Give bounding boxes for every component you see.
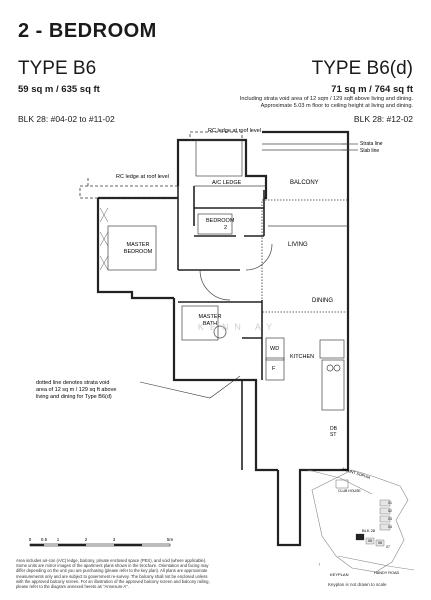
disclaimer-line-6: please refer to the diagram annexed here… (16, 584, 129, 590)
unit-type-right: TYPE B6(d) (311, 58, 413, 79)
label-master-bedroom: MASTER (127, 242, 150, 248)
void-note-2: area of 12 sq m / 129 sq ft above (36, 387, 116, 393)
label-balcony: BALCONY (290, 180, 319, 186)
block-units-left: BLK 28: #04-02 to #11-02 (18, 114, 115, 124)
label-slab-line: Slab line (360, 148, 379, 154)
block-units-right: BLK 28: #12-02 (353, 114, 413, 124)
keyplan: 01 02 03 04 05 06 07 MOUNT SOPHIA CLUB H… (307, 467, 415, 577)
interior-walls (177, 186, 265, 470)
keyplan-road-bottom: HANDY ROAD (374, 571, 400, 575)
scale-bar: 0 0.5 1 2 3 5m (29, 537, 174, 547)
keyplan-club: CLUB HOUSE (338, 489, 361, 493)
scale-0-5: 0.5 (41, 537, 48, 542)
keyplan-unit-04: 04 (388, 525, 392, 529)
scale-2: 2 (85, 537, 88, 542)
wardrobe (99, 207, 109, 271)
disclaimer-line-2: Some units are mirror images of the apar… (16, 563, 209, 569)
label-kitchen: KITCHEN (290, 354, 314, 360)
label-master-bath-2: BATH (203, 321, 217, 327)
rc-ledge-dashed (79, 131, 243, 199)
label-db: DB (330, 426, 338, 432)
strata-void-outline (261, 199, 349, 313)
label-dining: DINING (312, 298, 333, 304)
keyplan-blk: BLK 28 (362, 528, 376, 533)
disclaimer: Area includes air-con (A/C) ledge, balco… (16, 558, 284, 589)
watermark: KENN AY (198, 322, 278, 332)
label-bedroom2: BEDROOM (206, 218, 235, 224)
keyplan-unit-03: 03 (388, 517, 392, 521)
scale-5m: 5m (167, 537, 174, 542)
north-arrow-icon: ↑ (318, 562, 321, 568)
void-note-3: living and dining for Type B6(d) (36, 394, 112, 400)
page-heading: 2 - BEDROOM (18, 20, 157, 42)
keyplan-caption: Keyplan is not drawn to scale (328, 582, 387, 587)
keyplan-unit-07: 07 (386, 545, 390, 549)
scale-3: 3 (113, 537, 116, 542)
keyplan-road-top: MOUNT SOPHIA (342, 467, 372, 480)
label-fridge: F (272, 366, 276, 372)
label-ac-ledge: A/C LEDGE (212, 180, 242, 186)
label-bedroom2-number: 2 (224, 225, 227, 231)
keyplan-unit-05: 05 (368, 539, 372, 543)
keyplan-unit-06: 06 (378, 541, 382, 545)
scale-1: 1 (57, 537, 60, 542)
keyplan-unit-01: 01 (388, 501, 392, 505)
label-wd: WD (270, 346, 279, 352)
note-line-1: Including strata void area of 12 sqm / 1… (239, 96, 413, 102)
thin-lines (107, 139, 358, 411)
keyplan-unit-02: 02 (388, 509, 392, 513)
note-line-2: Approximate 5.03 m floor to ceiling heig… (260, 102, 413, 109)
void-leader (139, 375, 241, 399)
disclaimer-line-4: measurements only and are subject to gov… (16, 573, 208, 579)
unit-area-left: 59 sq m / 635 sq ft (18, 84, 100, 95)
scale-0: 0 (29, 537, 32, 542)
outer-walls (96, 130, 350, 547)
label-rc-ledge-left: RC ledge at roof level (116, 174, 169, 180)
unit-note-right: Including strata void area of 12 sqm / 1… (173, 96, 413, 109)
unit-type-left: TYPE B6 (18, 58, 97, 79)
label-living: LIVING (288, 242, 308, 248)
label-st: ST (330, 432, 336, 438)
unit-area-right: 71 sq m / 764 sq ft (331, 84, 413, 95)
disclaimer-line-1: Area includes air-con (A/C) ledge, balco… (16, 558, 207, 563)
keyplan-label: KEYPLAN (330, 572, 349, 577)
disclaimer-line-3: differ depending on the unit you are pur… (16, 568, 208, 574)
label-rc-ledge-top: RC ledge at roof level (208, 128, 261, 134)
label-master-bedroom-2: BEDROOM (124, 249, 153, 255)
label-strata-line: Strata line (360, 141, 383, 147)
disclaimer-line-5: with the approved balcony screen. For an… (16, 578, 210, 584)
label-master-bath: MASTER (199, 314, 222, 320)
void-note-1: dotted line denotes strata void (36, 380, 109, 386)
